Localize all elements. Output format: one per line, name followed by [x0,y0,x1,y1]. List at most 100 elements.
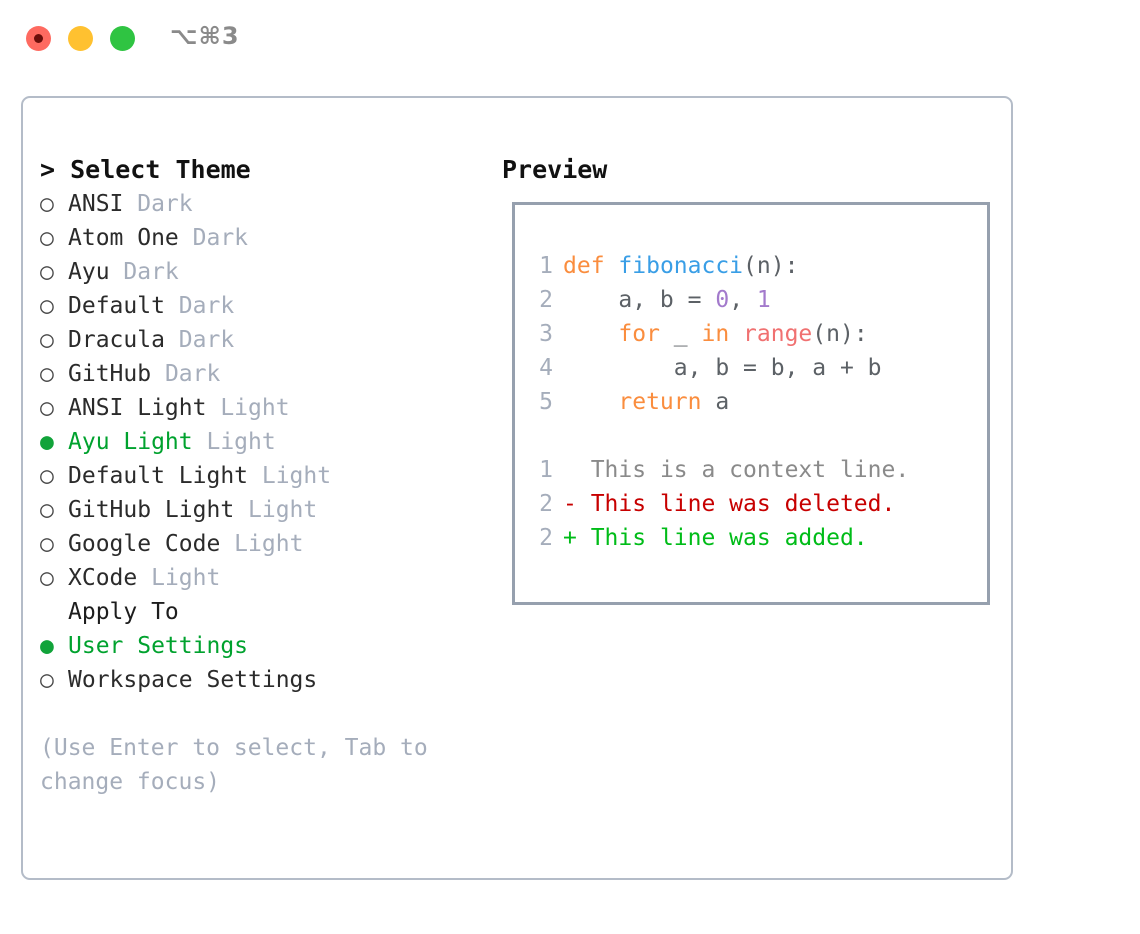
radio-unselected-icon[interactable]: ○ [40,395,54,421]
theme-variant-badge: Dark [178,225,249,251]
keyboard-hint-text: (Use Enter to select, Tab to change focu… [40,735,428,795]
radio-unselected-icon[interactable]: ○ [40,667,54,693]
theme-name-label: Ayu [68,259,110,285]
radio-selected-icon[interactable]: ● [40,429,54,455]
diff-marker [563,457,591,483]
title-bar: ⌥⌘3 [0,0,1140,78]
line-number: 4 [539,355,553,381]
theme-name-label: GitHub Light [68,497,235,523]
theme-list-item[interactable]: ●Ayu Light Light [40,425,490,459]
diff-text: This is a context line. [590,457,910,483]
code-token [563,389,618,415]
theme-name-label: Google Code [68,531,221,557]
apply-to-heading: Apply To [68,599,179,625]
apply-to-option[interactable]: ○Workspace Settings [40,663,490,697]
code-token [729,321,743,347]
apply-to-option[interactable]: ● User Settings [40,629,490,663]
radio-selected-icon[interactable]: ● [40,633,54,659]
select-theme-heading: > Select Theme [40,155,251,184]
radio-unselected-icon[interactable]: ○ [40,361,54,387]
diff-text: This line was added. [590,525,868,551]
theme-name-label: GitHub [68,361,152,387]
theme-list-item[interactable]: ○ Google Code Light [40,527,490,561]
line-number: 2 [539,491,553,517]
radio-unselected-icon[interactable]: ○ [40,497,54,523]
code-line: 5 return a [529,385,909,419]
radio-unselected-icon[interactable]: ○ [40,191,54,217]
radio-unselected-icon[interactable]: ○ [40,531,54,557]
theme-name-label: Ayu Light [68,429,193,455]
theme-list-item[interactable]: ○ GitHub Dark [40,357,490,391]
apply-to-list[interactable]: ● User Settings ○Workspace Settings [40,629,490,697]
preview-heading: Preview [502,155,608,184]
radio-unselected-icon[interactable]: ○ [40,463,54,489]
code-token: return [618,389,702,415]
code-token: a, b = [563,287,716,313]
minimize-window-button[interactable] [68,26,93,51]
theme-name-label: Dracula [68,327,165,353]
code-sample: 1 def fibonacci (n): 2 a, b = 0, 1 3 for _ i… [529,249,909,555]
window-controls [26,26,135,51]
code-token: a, b = b, a + b [563,355,882,381]
code-token: def [563,253,605,279]
theme-list-item[interactable]: ○Default Light Light [40,459,490,493]
line-number: 5 [539,389,553,415]
theme-name-label: ANSI Light [68,395,207,421]
code-line: 2 a, b = 0, 1 [529,283,909,317]
code-token: for [618,321,660,347]
theme-variant-badge: Light [234,497,318,523]
theme-list-item[interactable]: ○ Ayu Dark [40,255,490,289]
line-number: 2 [539,287,553,313]
theme-variant-badge: Dark [164,327,235,353]
theme-list-item[interactable]: ○ANSI Dark [40,187,490,221]
code-token: range [743,321,813,347]
theme-list-item[interactable]: ○ Atom One Dark [40,221,490,255]
theme-list-item[interactable]: ○XCode Light [40,561,490,595]
line-number: 1 [539,253,553,279]
code-token [605,253,619,279]
diff-line: 2- This line was deleted. [529,487,909,521]
theme-variant-badge: Light [220,531,304,557]
close-window-button[interactable] [26,26,51,51]
theme-name-label: ANSI [68,191,124,217]
theme-variant-badge: Light [137,565,221,591]
radio-unselected-icon[interactable]: ○ [40,225,54,251]
radio-unselected-icon[interactable]: ○ [40,293,54,319]
theme-list-item[interactable]: ○ GitHub Light Light [40,493,490,527]
radio-unselected-icon[interactable]: ○ [40,259,54,285]
code-token: 0 [715,287,730,313]
radio-unselected-icon[interactable]: ○ [40,565,54,591]
diff-marker: - [563,491,591,517]
line-number: 2 [539,525,553,551]
theme-list[interactable]: ○ANSI Dark○Atom One Dark○Ayu Dark○Defaul… [40,187,490,595]
diff-text: This line was deleted. [590,491,896,517]
diff-marker: + [563,525,591,551]
theme-variant-badge: Dark [164,293,235,319]
code-token: 1 [756,287,771,313]
theme-selection-panel: > Select Theme ○ANSI Dark○Atom One Dark○… [40,153,490,799]
code-token: a [701,389,730,415]
theme-variant-badge: Dark [109,259,179,285]
code-token: _ [659,321,702,347]
code-token: , [729,287,757,313]
code-token: (n): [812,321,868,347]
diff-line: 2 + This line was added. [529,521,909,555]
preview-panel: Preview 1 def fibonacci (n): 2 a, b = 0, 1 3… [502,153,1002,605]
code-token [563,321,618,347]
theme-name-label: Atom One [68,225,179,251]
line-number: 3 [539,321,553,347]
theme-variant-badge: Dark [151,361,221,387]
maximize-window-button[interactable] [110,26,135,51]
theme-list-item[interactable]: ○Default Dark [40,289,490,323]
radio-unselected-icon[interactable]: ○ [40,327,54,353]
theme-list-item[interactable]: ○ANSI Light Light [40,391,490,425]
keyboard-shortcut-label: ⌥⌘3 [170,22,240,50]
theme-picker-card: > Select Theme ○ANSI Dark○Atom One Dark○… [21,96,1013,880]
theme-variant-badge: Light [248,463,332,489]
apply-to-label: User Settings [68,633,249,659]
code-token: in [701,321,730,347]
theme-list-item[interactable]: ○ Dracula Dark [40,323,490,357]
code-token: fibonacci [618,253,744,279]
